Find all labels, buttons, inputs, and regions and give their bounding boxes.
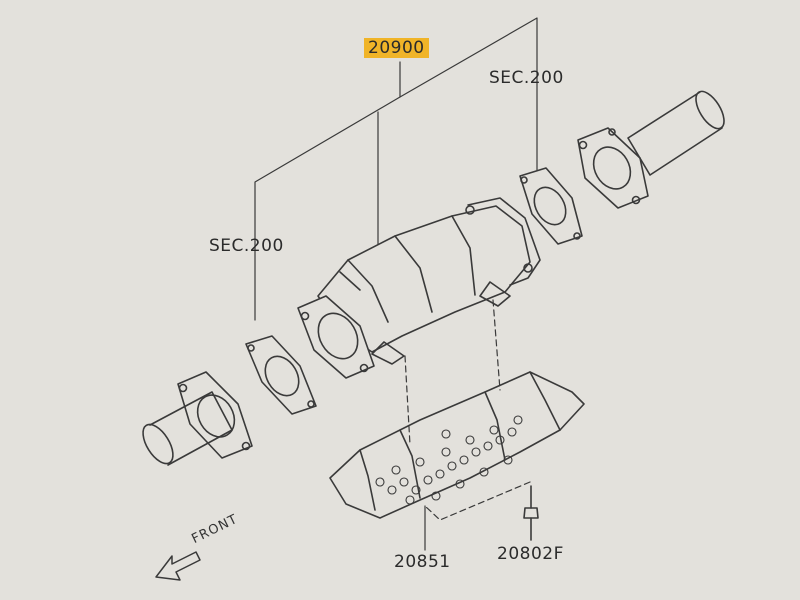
catalytic-converter — [297, 197, 541, 379]
heat-shield — [329, 371, 585, 519]
section-ref-left: SEC.200 — [209, 236, 284, 256]
bolt-icon — [523, 485, 539, 541]
leader-lines-20900 — [254, 17, 538, 321]
right-gasket — [519, 167, 583, 245]
right-exhaust-pipe — [577, 90, 725, 209]
front-arrow-icon — [155, 551, 201, 581]
part-number-heat-shield: 20851 — [394, 552, 451, 572]
part-number-main: 20900 — [364, 38, 429, 58]
left-gasket — [245, 335, 317, 415]
part-number-bolt: 20802F — [497, 544, 564, 564]
projection-lines — [404, 299, 531, 521]
left-exhaust-pipe — [142, 371, 253, 466]
heat-shield-holes — [375, 415, 523, 505]
section-ref-upper: SEC.200 — [489, 68, 564, 88]
